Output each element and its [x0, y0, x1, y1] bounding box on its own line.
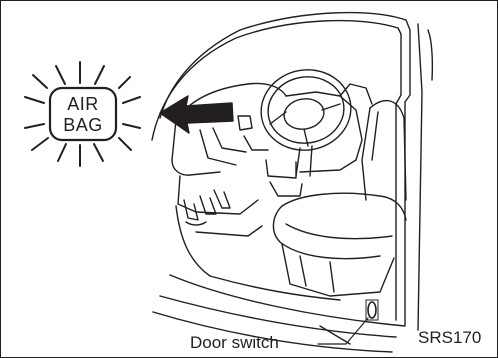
air-bag-warning-light: [25, 62, 140, 166]
air-label: AIR: [43, 94, 123, 114]
steering-wheel: [255, 63, 358, 176]
pedals: [184, 190, 230, 225]
driver-seat: [273, 101, 406, 296]
dashboard: [172, 84, 372, 215]
door-switch-label: Door switch: [190, 334, 279, 352]
door-frame: [152, 13, 432, 352]
light-rays: [25, 62, 140, 166]
indicator-arrow: [160, 96, 233, 133]
bag-label: BAG: [43, 115, 123, 135]
door-switch: [366, 300, 378, 320]
figure-id: SRS170: [418, 329, 481, 347]
